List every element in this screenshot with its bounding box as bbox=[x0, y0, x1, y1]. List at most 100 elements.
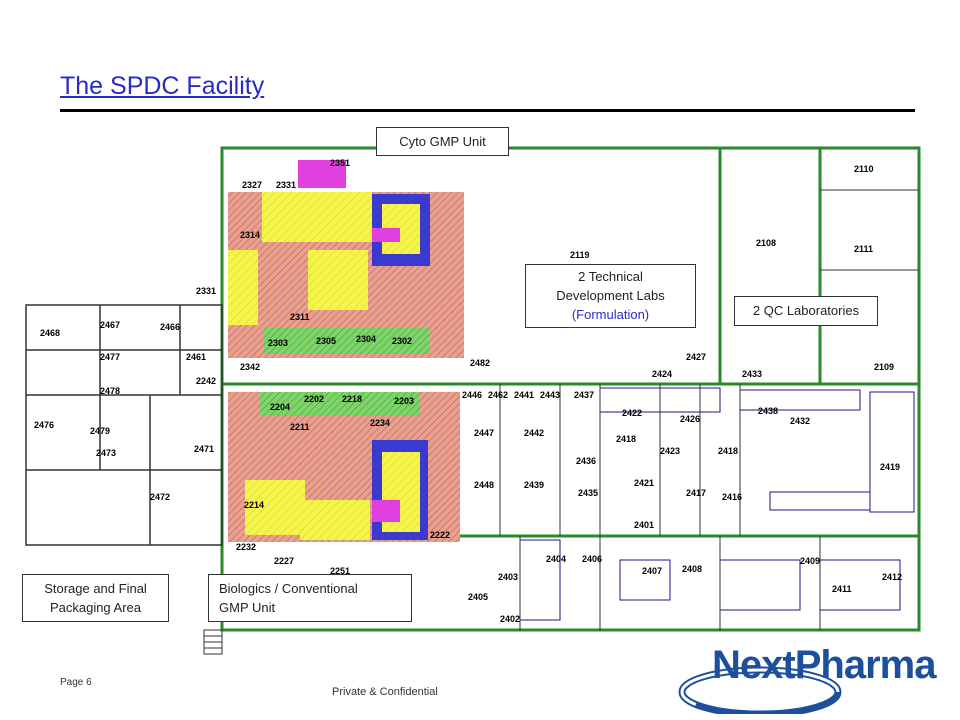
room-number: 2419 bbox=[880, 462, 900, 472]
room-number: 2403 bbox=[498, 572, 518, 582]
room-number: 2110 bbox=[854, 164, 874, 174]
room-number: 2311 bbox=[290, 312, 310, 322]
room-number: 2421 bbox=[634, 478, 654, 488]
tech-dev-line3: (Formulation) bbox=[571, 307, 650, 322]
room-number: 2476 bbox=[34, 420, 54, 430]
room-number: 2441 bbox=[514, 390, 534, 400]
biologics-zone bbox=[228, 392, 460, 542]
room-number: 2473 bbox=[96, 448, 116, 458]
cyto-gmp-label: Cyto GMP Unit bbox=[399, 134, 486, 149]
tech-dev-line2: Development Labs bbox=[556, 288, 665, 303]
room-number: 2418 bbox=[718, 446, 738, 456]
room-number: 2424 bbox=[652, 369, 672, 379]
room-number: 2447 bbox=[474, 428, 494, 438]
biologics-line1: Biologics / Conventional bbox=[219, 581, 358, 596]
room-number: 2401 bbox=[634, 520, 654, 530]
room-number: 2423 bbox=[660, 446, 680, 456]
room-number: 2242 bbox=[196, 376, 216, 386]
room-number: 2331 bbox=[276, 180, 296, 190]
storage-line2: Packaging Area bbox=[49, 600, 142, 615]
qc-callout: 2 QC Laboratories bbox=[734, 296, 878, 326]
room-number: 2411 bbox=[832, 584, 852, 594]
page-number: Page 6 bbox=[60, 677, 92, 688]
logo-part2: Pharma bbox=[794, 643, 937, 687]
room-number: 2111 bbox=[854, 244, 873, 254]
room-number: 2439 bbox=[524, 480, 544, 490]
room-number: 2416 bbox=[722, 492, 742, 502]
room-number: 2203 bbox=[394, 396, 414, 406]
room-number: 2472 bbox=[150, 492, 170, 502]
confidential-note: Private & Confidential bbox=[332, 686, 438, 698]
room-number: 2427 bbox=[686, 352, 706, 362]
room-number: 2305 bbox=[316, 336, 336, 346]
room-number: 2417 bbox=[686, 488, 706, 498]
page-title: The SPDC Facility bbox=[60, 72, 265, 100]
interior-walls bbox=[499, 189, 919, 630]
room-number: 2342 bbox=[240, 362, 260, 372]
room-number: 2351 bbox=[330, 158, 350, 168]
room-labels: 2351 2327 2331 2314 2311 2303 2305 2304 … bbox=[34, 158, 902, 624]
storage-walls bbox=[25, 304, 223, 546]
room-number: 2406 bbox=[582, 554, 602, 564]
room-number: 2222 bbox=[430, 530, 450, 540]
room-number: 2443 bbox=[540, 390, 560, 400]
title-underline-rule bbox=[60, 109, 915, 112]
room-number: 2402 bbox=[500, 614, 520, 624]
room-number: 2408 bbox=[682, 564, 702, 574]
room-number: 2437 bbox=[574, 390, 594, 400]
room-number: 2302 bbox=[392, 336, 412, 346]
room-number: 2433 bbox=[742, 369, 762, 379]
tech-dev-callout: 2 Technical Development Labs (Formulatio… bbox=[525, 264, 696, 328]
room-number: 2232 bbox=[236, 542, 256, 552]
room-number: 2438 bbox=[758, 406, 778, 416]
room-number: 2227 bbox=[274, 556, 294, 566]
room-number: 2204 bbox=[270, 402, 290, 412]
stair bbox=[203, 629, 223, 655]
biologics-line2: GMP Unit bbox=[219, 600, 276, 615]
room-number: 2478 bbox=[100, 386, 120, 396]
biologics-callout: Biologics / Conventional GMP Unit bbox=[208, 574, 412, 622]
room-number: 2461 bbox=[186, 352, 206, 362]
room-number: 2436 bbox=[576, 456, 596, 466]
storage-callout: Storage and Final Packaging Area bbox=[22, 574, 169, 622]
room-number: 2234 bbox=[370, 418, 390, 428]
room-number: 2479 bbox=[90, 426, 110, 436]
room-number: 2467 bbox=[100, 320, 120, 330]
room-number: 2468 bbox=[40, 328, 60, 338]
cyto-gmp-callout: Cyto GMP Unit bbox=[376, 127, 509, 156]
room-number: 2327 bbox=[242, 180, 262, 190]
tech-dev-line1: 2 Technical bbox=[578, 269, 643, 284]
room-number: 2202 bbox=[304, 394, 324, 404]
room-number: 2331 bbox=[196, 286, 216, 296]
logo-part1: Next bbox=[712, 643, 796, 687]
room-number: 2482 bbox=[470, 358, 490, 368]
room-number: 2422 bbox=[622, 408, 642, 418]
room-number: 2109 bbox=[874, 362, 894, 372]
room-number: 2426 bbox=[680, 414, 700, 424]
room-number: 2119 bbox=[570, 250, 590, 260]
room-number: 2418 bbox=[616, 434, 636, 444]
room-number: 2471 bbox=[194, 444, 214, 454]
room-number: 2409 bbox=[800, 556, 820, 566]
room-number: 2304 bbox=[356, 334, 376, 344]
room-number: 2462 bbox=[488, 390, 508, 400]
room-number: 2446 bbox=[462, 390, 482, 400]
room-number: 2108 bbox=[756, 238, 776, 248]
room-number: 2412 bbox=[882, 572, 902, 582]
storage-line1: Storage and Final bbox=[44, 581, 147, 596]
room-number: 2466 bbox=[160, 322, 180, 332]
room-number: 2303 bbox=[268, 338, 288, 348]
room-number: 2448 bbox=[474, 480, 494, 490]
room-number: 2405 bbox=[468, 592, 488, 602]
room-number: 2442 bbox=[524, 428, 544, 438]
qc-label: 2 QC Laboratories bbox=[752, 303, 860, 318]
room-number: 2404 bbox=[546, 554, 566, 564]
room-number: 2218 bbox=[342, 394, 362, 404]
room-number: 2435 bbox=[578, 488, 598, 498]
room-number: 2407 bbox=[642, 566, 662, 576]
room-number: 2211 bbox=[290, 422, 310, 432]
nextpharma-logo-swoosh bbox=[678, 666, 842, 714]
cyto-zone bbox=[228, 160, 464, 358]
room-number: 2251 bbox=[330, 566, 350, 576]
